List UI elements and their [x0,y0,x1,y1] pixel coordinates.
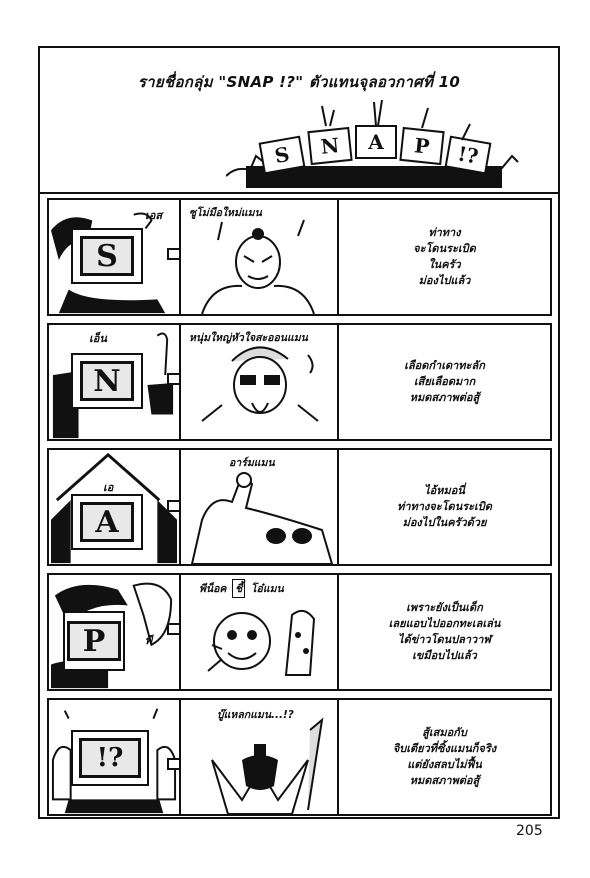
svg-text:N: N [320,133,341,159]
page-title: รายชื่อกลุ่ม "SNAP !?" ตัวแทนจุลอวกาศที่… [137,73,461,91]
status-description: เพราะยังเป็นเด็ก เลยแอบไปออกทะเลเล่น ได้… [389,600,501,664]
description-line: เสียเลือดมาก [413,375,476,388]
description-line: หมดสภาพต่อสู้ [409,774,480,787]
sumo-hero-illustration [201,219,315,314]
letter-screen: !? [71,730,149,786]
member-body-illustration [50,452,178,564]
description-cell: เพราะยังเป็นเด็ก เลยแอบไปออกทะเลเล่น ได้… [339,575,550,689]
hero-name-boxed-part: ชี้ [232,579,246,598]
letter-glyph: N [80,361,134,401]
snap-sign-holders-illustration: S N A P !? [226,99,519,188]
description-line: ท่าทาง [428,226,461,239]
hero-cell: หนุ่มใหญ่หัวใจสะออนแมน [181,325,339,439]
page-frame: รายชื่อกลุ่ม "SNAP !?" ตัวแทนจุลอวกาศที่… [38,46,560,819]
member-cell: เอ A [49,450,181,564]
hero-cell: อาร์มแมน [181,450,339,564]
description-line: ได้ข่าวโดนปลาวาฬ [398,633,491,646]
arrow-right-icon [167,373,179,385]
description-line: แต่ยังสลบไม่ฟื้น [407,758,482,771]
description-cell: สู้เสมอกับ จิบเตียวที่ซิ้งแมนก็จริง แต่ย… [339,700,550,814]
description-line: เพราะยังเป็นเด็ก [406,601,483,614]
arm-hero-illustration [190,472,334,564]
status-description: ท่าทาง จะโดนระเบิด ในครัว ม่องไปแล้ว [413,225,476,289]
member-cell: !? [49,700,181,814]
member-name: เอ [103,481,114,494]
hero-name: ซูโม่มือใหม่แมน [189,207,262,219]
member-cell: พี P [49,575,181,689]
header-panel: รายชื่อกลุ่ม "SNAP !?" ตัวแทนจุลอวกาศที่… [40,48,558,194]
arrow-right-icon [167,500,179,512]
status-description: ไอ้หมอนี่ ท่าทางจะโดนระเบิด ม่องไปในครัว… [397,483,492,531]
svg-text:S: S [273,142,291,168]
description-line: ม่องไปในครัวด้วย [402,516,487,529]
description-cell: เลือดกำเดาทะลัก เสียเลือดมาก หมดสภาพต่อส… [339,325,550,439]
description-line: เขมือบไปแล้ว [412,649,477,662]
description-line: เลือดกำเดาทะลัก [404,359,485,372]
description-line: เลยแอบไปออกทะเลเล่น [388,617,501,630]
description-line: ท่าทางจะโดนระเบิด [397,500,492,513]
hero-cell: พีน็อค ชี้ โอ๋แมน [181,575,339,689]
description-line: สู้เสมอกับ [422,726,467,739]
romantic-hero-illustration [201,346,319,422]
letter-screen: S [71,228,143,284]
letter-screen: N [71,353,143,409]
member-name: เอส [145,209,163,222]
armored-hero-illustration [211,717,324,814]
svg-text:A: A [367,130,384,154]
member-row-question: !? บู๊แหลกแมน...!? สู้เสมอกับ จิบเตียวที… [47,698,552,816]
letter-glyph: P [67,621,121,661]
page-number: 205 [516,823,543,839]
hero-cell: บู๊แหลกแมน...!? [181,700,339,814]
description-line: ไอ้หมอนี่ [424,484,465,497]
hero-name-part: พีน็อค [199,583,227,595]
description-line: หมดสภาพต่อสู้ [409,391,480,404]
svg-text:P: P [413,133,430,158]
description-line: จิบเตียวที่ซิ้งแมนก็จริง [392,742,497,755]
description-cell: ไอ้หมอนี่ ท่าทางจะโดนระเบิด ม่องไปในครัว… [339,450,550,564]
arrow-right-icon [167,623,179,635]
hero-name: พีน็อค ชี้ โอ๋แมน [199,579,284,598]
member-row-a: เอ A อาร์มแมน ไอ้หมอนี่ ท่าทางจะโดนระเบิ… [47,448,552,566]
status-description: เลือดกำเดาทะลัก เสียเลือดมาก หมดสภาพต่อส… [404,358,485,406]
letter-glyph: !? [79,738,141,778]
member-row-s: เอส S ซูโม่มือใหม่แมน ท่าทาง จะโดนระเบ [47,198,552,316]
status-description: สู้เสมอกับ จิบเตียวที่ซิ้งแมนก็จริง แต่ย… [393,725,496,789]
letter-screen: P [63,611,125,671]
description-cell: ท่าทาง จะโดนระเบิด ในครัว ม่องไปแล้ว [339,200,550,314]
member-row-p: พี P พีน็อค ชี้ โอ๋แมน [47,573,552,691]
kid-hero-illustration [207,609,316,676]
hero-name: หนุ่มใหญ่หัวใจสะออนแมน [189,332,308,344]
hero-cell: ซูโม่มือใหม่แมน [181,200,339,314]
svg-text:!?: !? [456,141,480,168]
hero-name: อาร์มแมน [229,457,275,469]
description-line: ในครัว [428,258,461,271]
description-line: ม่องไปแล้ว [418,274,471,287]
member-name: เอ็น [89,332,107,345]
description-line: จะโดนระเบิด [413,242,476,255]
arrow-right-icon [167,248,179,260]
letter-screen: A [71,494,143,550]
member-cell: เอ็น N [49,325,181,439]
member-name: พี [145,634,153,647]
hero-name: บู๊แหลกแมน...!? [217,709,294,721]
member-cell: เอส S [49,200,181,314]
member-row-n: เอ็น N หนุ่มใหญ่หัวใจสะออนแมน เลือดกำ [47,323,552,441]
letter-glyph: S [80,236,134,276]
letter-glyph: A [80,502,134,542]
hero-name-part: โอ๋แมน [250,583,284,595]
arrow-right-icon [167,758,179,770]
